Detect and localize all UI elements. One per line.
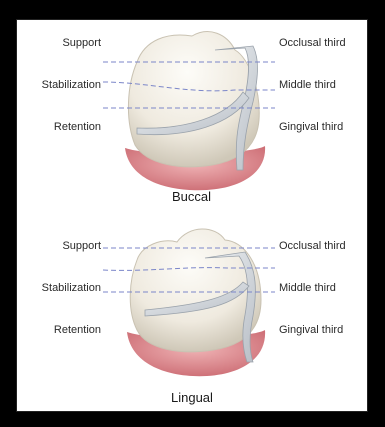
- buccal-caption: Buccal: [172, 189, 211, 204]
- lingual-label-occlusal-third: Occlusal third: [279, 240, 346, 253]
- lingual-label-gingival-third: Gingival third: [279, 324, 343, 337]
- lingual-label-support: Support: [27, 240, 101, 253]
- lingual-tooth: [103, 229, 275, 376]
- buccal-label-support: Support: [27, 37, 101, 50]
- buccal-label-stabilization: Stabilization: [19, 79, 101, 92]
- buccal-label-gingival-third: Gingival third: [279, 121, 343, 134]
- lingual-caption: Lingual: [171, 390, 213, 405]
- buccal-label-occlusal-third: Occlusal third: [279, 37, 346, 50]
- lingual-label-middle-third: Middle third: [279, 282, 336, 295]
- buccal-tooth: [103, 32, 275, 191]
- buccal-label-middle-third: Middle third: [279, 79, 336, 92]
- buccal-label-retention: Retention: [27, 121, 101, 134]
- figure-panel: Support Stabilization Retention Occlusal…: [16, 19, 368, 412]
- lingual-label-retention: Retention: [27, 324, 101, 337]
- lingual-label-stabilization: Stabilization: [19, 282, 101, 295]
